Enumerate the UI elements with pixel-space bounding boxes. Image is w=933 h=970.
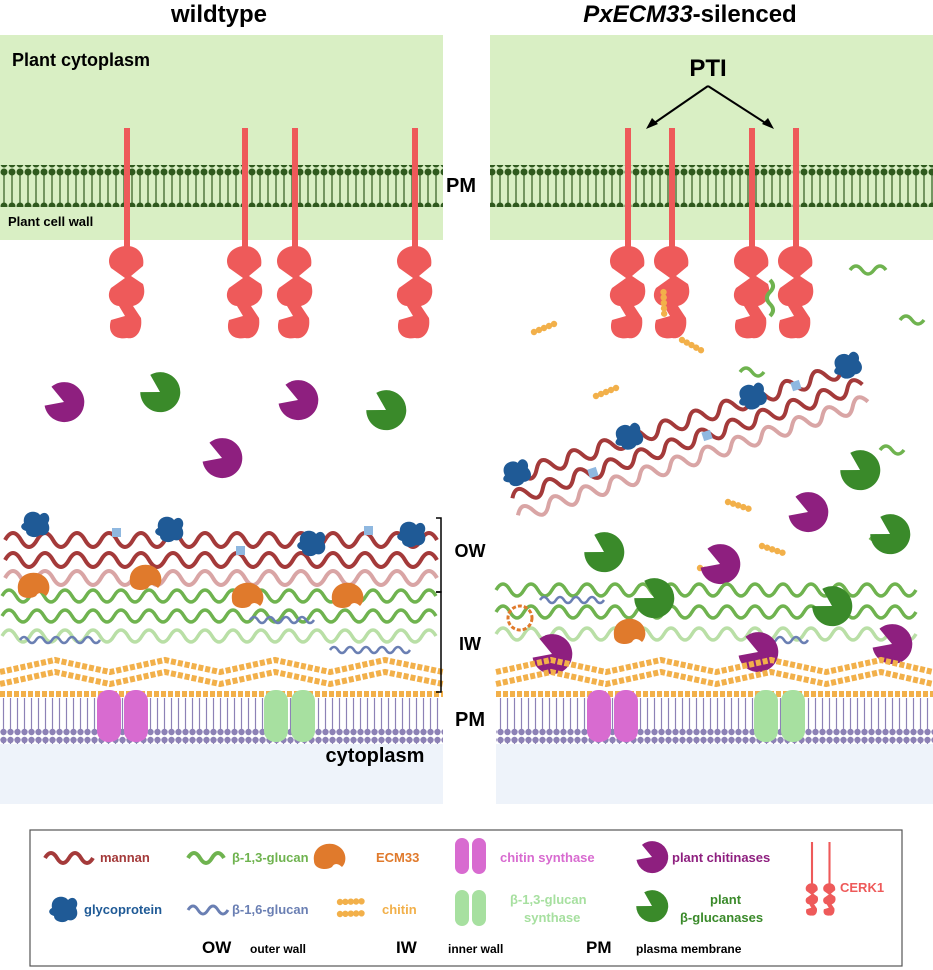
legend-chitin: chitin — [382, 902, 417, 917]
pm-fungal-label: PM — [455, 709, 485, 731]
glucan-synthase-right — [754, 690, 805, 742]
glucanase-icon — [835, 444, 888, 498]
fungal-membrane-left — [0, 698, 443, 744]
legend-pm-full: plasma membrane — [636, 942, 742, 956]
glucan-synthase-icon — [455, 890, 469, 926]
bound-glucan — [765, 278, 775, 318]
plant-membrane-left — [0, 165, 443, 207]
silenced-suffix: -silenced — [693, 1, 797, 28]
ow-label: OW — [455, 541, 486, 561]
legend-glucan-synthase-2: synthase — [524, 910, 580, 925]
b13-glucan-icon — [186, 851, 226, 865]
apoplast-right — [498, 264, 926, 590]
chitin-layer-left — [0, 656, 444, 697]
legend-chitin-synthase: chitin synthase — [500, 850, 595, 865]
legend-mannan: mannan — [100, 850, 150, 865]
legend-plant-chitinases: plant chitinases — [672, 850, 770, 865]
plant-cell-wall-label: Plant cell wall — [8, 214, 93, 229]
b16-glucan-left — [18, 615, 412, 655]
glucan-synthase-left — [264, 690, 315, 742]
iw-label: IW — [459, 634, 481, 654]
free-glucan — [738, 264, 926, 546]
plant-membrane-right — [490, 165, 933, 207]
legend: mannan β-1,3-glucan ECM33 chitin synthas… — [29, 829, 903, 967]
glucanase-icon — [579, 526, 632, 580]
wildtype-title: wildtype — [170, 1, 267, 28]
b16-glucan-icon — [186, 904, 230, 916]
plant-cytoplasm-label: Plant cytoplasm — [12, 50, 150, 70]
legend-b16-glucan: β-1,6-glucan — [232, 902, 309, 917]
legend-plant-glucanases-2: β-glucanases — [680, 910, 763, 925]
fungal-membrane-right — [496, 698, 933, 744]
chitin-synthase-left — [97, 690, 148, 742]
wall-brackets — [436, 517, 442, 693]
mannan-icon — [43, 851, 95, 865]
silenced-gene-name: PxECM33 — [583, 1, 693, 28]
chitin-synthase-right — [587, 690, 638, 742]
glucanase-icon — [629, 572, 682, 626]
pm-plant-label: PM — [446, 175, 476, 197]
b13-glucan-layer-right — [494, 582, 918, 642]
cytoplasm-label: cytoplasm — [326, 745, 425, 767]
peeled-outer-wall — [498, 349, 870, 517]
legend-ow-abbr: OW — [202, 938, 232, 957]
plant-cell-left: Plant cytoplasm Plant cell wall — [0, 35, 443, 339]
plant-cell-right: PTI — [490, 35, 933, 339]
chitinase-icon — [41, 377, 90, 428]
chitin-synthase-icon — [455, 838, 469, 874]
chitinase-icon — [697, 539, 746, 590]
legend-plant-glucanases-1: plant — [710, 892, 742, 907]
legend-b13-glucan: β-1,3-glucan — [232, 850, 309, 865]
legend-pm-abbr: PM — [586, 938, 612, 957]
chitin-layer-right — [495, 656, 933, 697]
glucanase-icon — [135, 366, 188, 420]
fungal-wall-left: cytoplasm — [0, 511, 444, 805]
legend-iw-abbr: IW — [396, 938, 418, 957]
chitinase-icon — [199, 433, 248, 484]
legend-iw-full: inner wall — [448, 942, 503, 956]
legend-ow-full: outer wall — [250, 942, 306, 956]
legend-glucan-synthase-1: β-1,3-glucan — [510, 892, 587, 907]
glucanase-icon — [865, 508, 918, 562]
glucanase-icon — [361, 384, 414, 438]
ecm33-right — [613, 618, 646, 644]
silenced-title: PxECM33-silenced — [583, 1, 796, 28]
pti-label: PTI — [689, 55, 726, 82]
fungal-wall-right — [494, 572, 933, 804]
apoplast-enzymes-left — [41, 366, 414, 484]
legend-glycoprotein: glycoprotein — [84, 902, 162, 917]
legend-ecm33: ECM33 — [376, 850, 419, 865]
legend-cerk1: CERK1 — [840, 880, 884, 895]
chitinase-icon — [785, 487, 834, 538]
chitinase-icon — [275, 375, 324, 426]
